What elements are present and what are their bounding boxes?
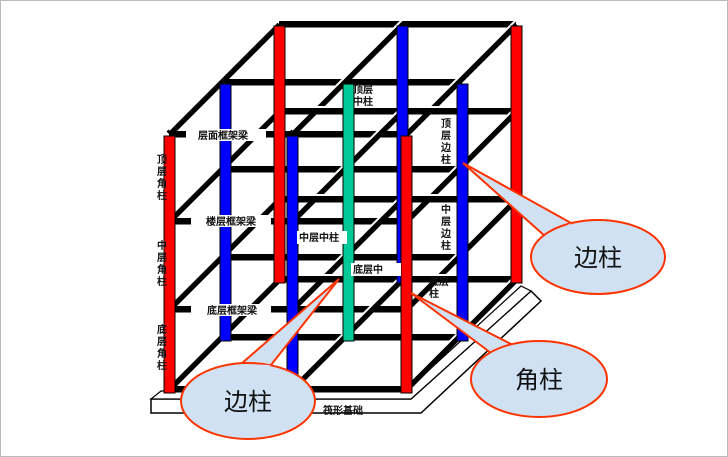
- callout-bubble: [470, 340, 608, 418]
- top-edge-column-label: 顶: [441, 118, 451, 130]
- bottom-corner-column-label: 角: [157, 347, 167, 360]
- bottom-middle-column-label: 底层中: [353, 263, 383, 276]
- bottom-corner-column-label: 底: [157, 323, 167, 336]
- column: [456, 83, 469, 342]
- callout-text: 角柱: [515, 366, 563, 394]
- top-corner-column-label: 柱: [157, 189, 167, 202]
- column: [400, 135, 413, 394]
- column: [219, 83, 232, 342]
- mid-middle-column-label: 中层中柱: [299, 231, 339, 244]
- top-corner-column-label: 层: [157, 166, 167, 178]
- column: [342, 83, 355, 342]
- column: [273, 25, 286, 284]
- label-bg: [191, 215, 271, 227]
- bottom-edge-column-label: 柱: [429, 287, 439, 300]
- mid-corner-column-label: 角: [157, 263, 167, 276]
- top-edge-column-label: 层: [441, 130, 451, 142]
- callout-1: 边柱: [462, 162, 666, 295]
- mid-edge-column-label: 中: [441, 203, 451, 216]
- label-bg: [191, 304, 271, 316]
- bottom-edge-column-label: 底层: [429, 275, 449, 288]
- foundation-label: 筏形基础: [323, 404, 363, 417]
- depth-beam: [166, 21, 282, 137]
- top-middle-column-label: 中柱: [353, 95, 373, 108]
- frame-beams: [149, 19, 543, 414]
- callout-3: 角柱: [410, 292, 608, 418]
- depth-beam: [289, 21, 405, 137]
- mid-edge-column-label: 层: [441, 216, 451, 228]
- column: [286, 135, 299, 394]
- callout-join: [241, 364, 271, 373]
- callout-2: 边柱: [180, 278, 340, 440]
- depth-beam: [403, 21, 519, 137]
- mid-corner-column-label: 层: [157, 252, 167, 264]
- mid-edge-column-label: 柱: [441, 239, 451, 252]
- beam-labels: 层面框架梁 楼层框架梁 底层框架梁 筏形基础: [186, 129, 363, 417]
- depth-beam-edge: [168, 19, 280, 131]
- callout-bubble: [530, 219, 666, 295]
- callout-text: 边柱: [224, 388, 272, 416]
- bottom-beam-label: 底层框架梁: [207, 304, 258, 317]
- floor-beam-label: 楼层框架梁: [206, 215, 257, 228]
- column: [510, 25, 523, 284]
- mid-edge-column-label: 边: [440, 227, 452, 240]
- label-bg: [297, 231, 347, 244]
- callout-join: [546, 223, 571, 238]
- top-corner-column-label: 角: [157, 177, 167, 190]
- bottom-corner-column-label: 柱: [157, 359, 167, 372]
- columns: [163, 25, 523, 394]
- top-edge-column-label: 边: [440, 141, 452, 154]
- column: [163, 135, 176, 394]
- top-edge-column-label: 柱: [441, 153, 451, 166]
- roof-beam-label: 层面框架梁: [198, 129, 249, 142]
- top-corner-column-label: 顶: [157, 154, 167, 166]
- mid-corner-column-label: 中: [157, 239, 167, 252]
- mid-corner-column-label: 柱: [157, 275, 167, 288]
- callout-text: 边柱: [574, 244, 622, 272]
- top-middle-column-label: 顶层: [353, 84, 373, 96]
- bottom-corner-column-label: 层: [157, 336, 167, 348]
- callout-bubble: [180, 362, 316, 440]
- label-bg: [351, 263, 401, 276]
- callout-join: [491, 345, 513, 357]
- label-bg: [186, 129, 266, 141]
